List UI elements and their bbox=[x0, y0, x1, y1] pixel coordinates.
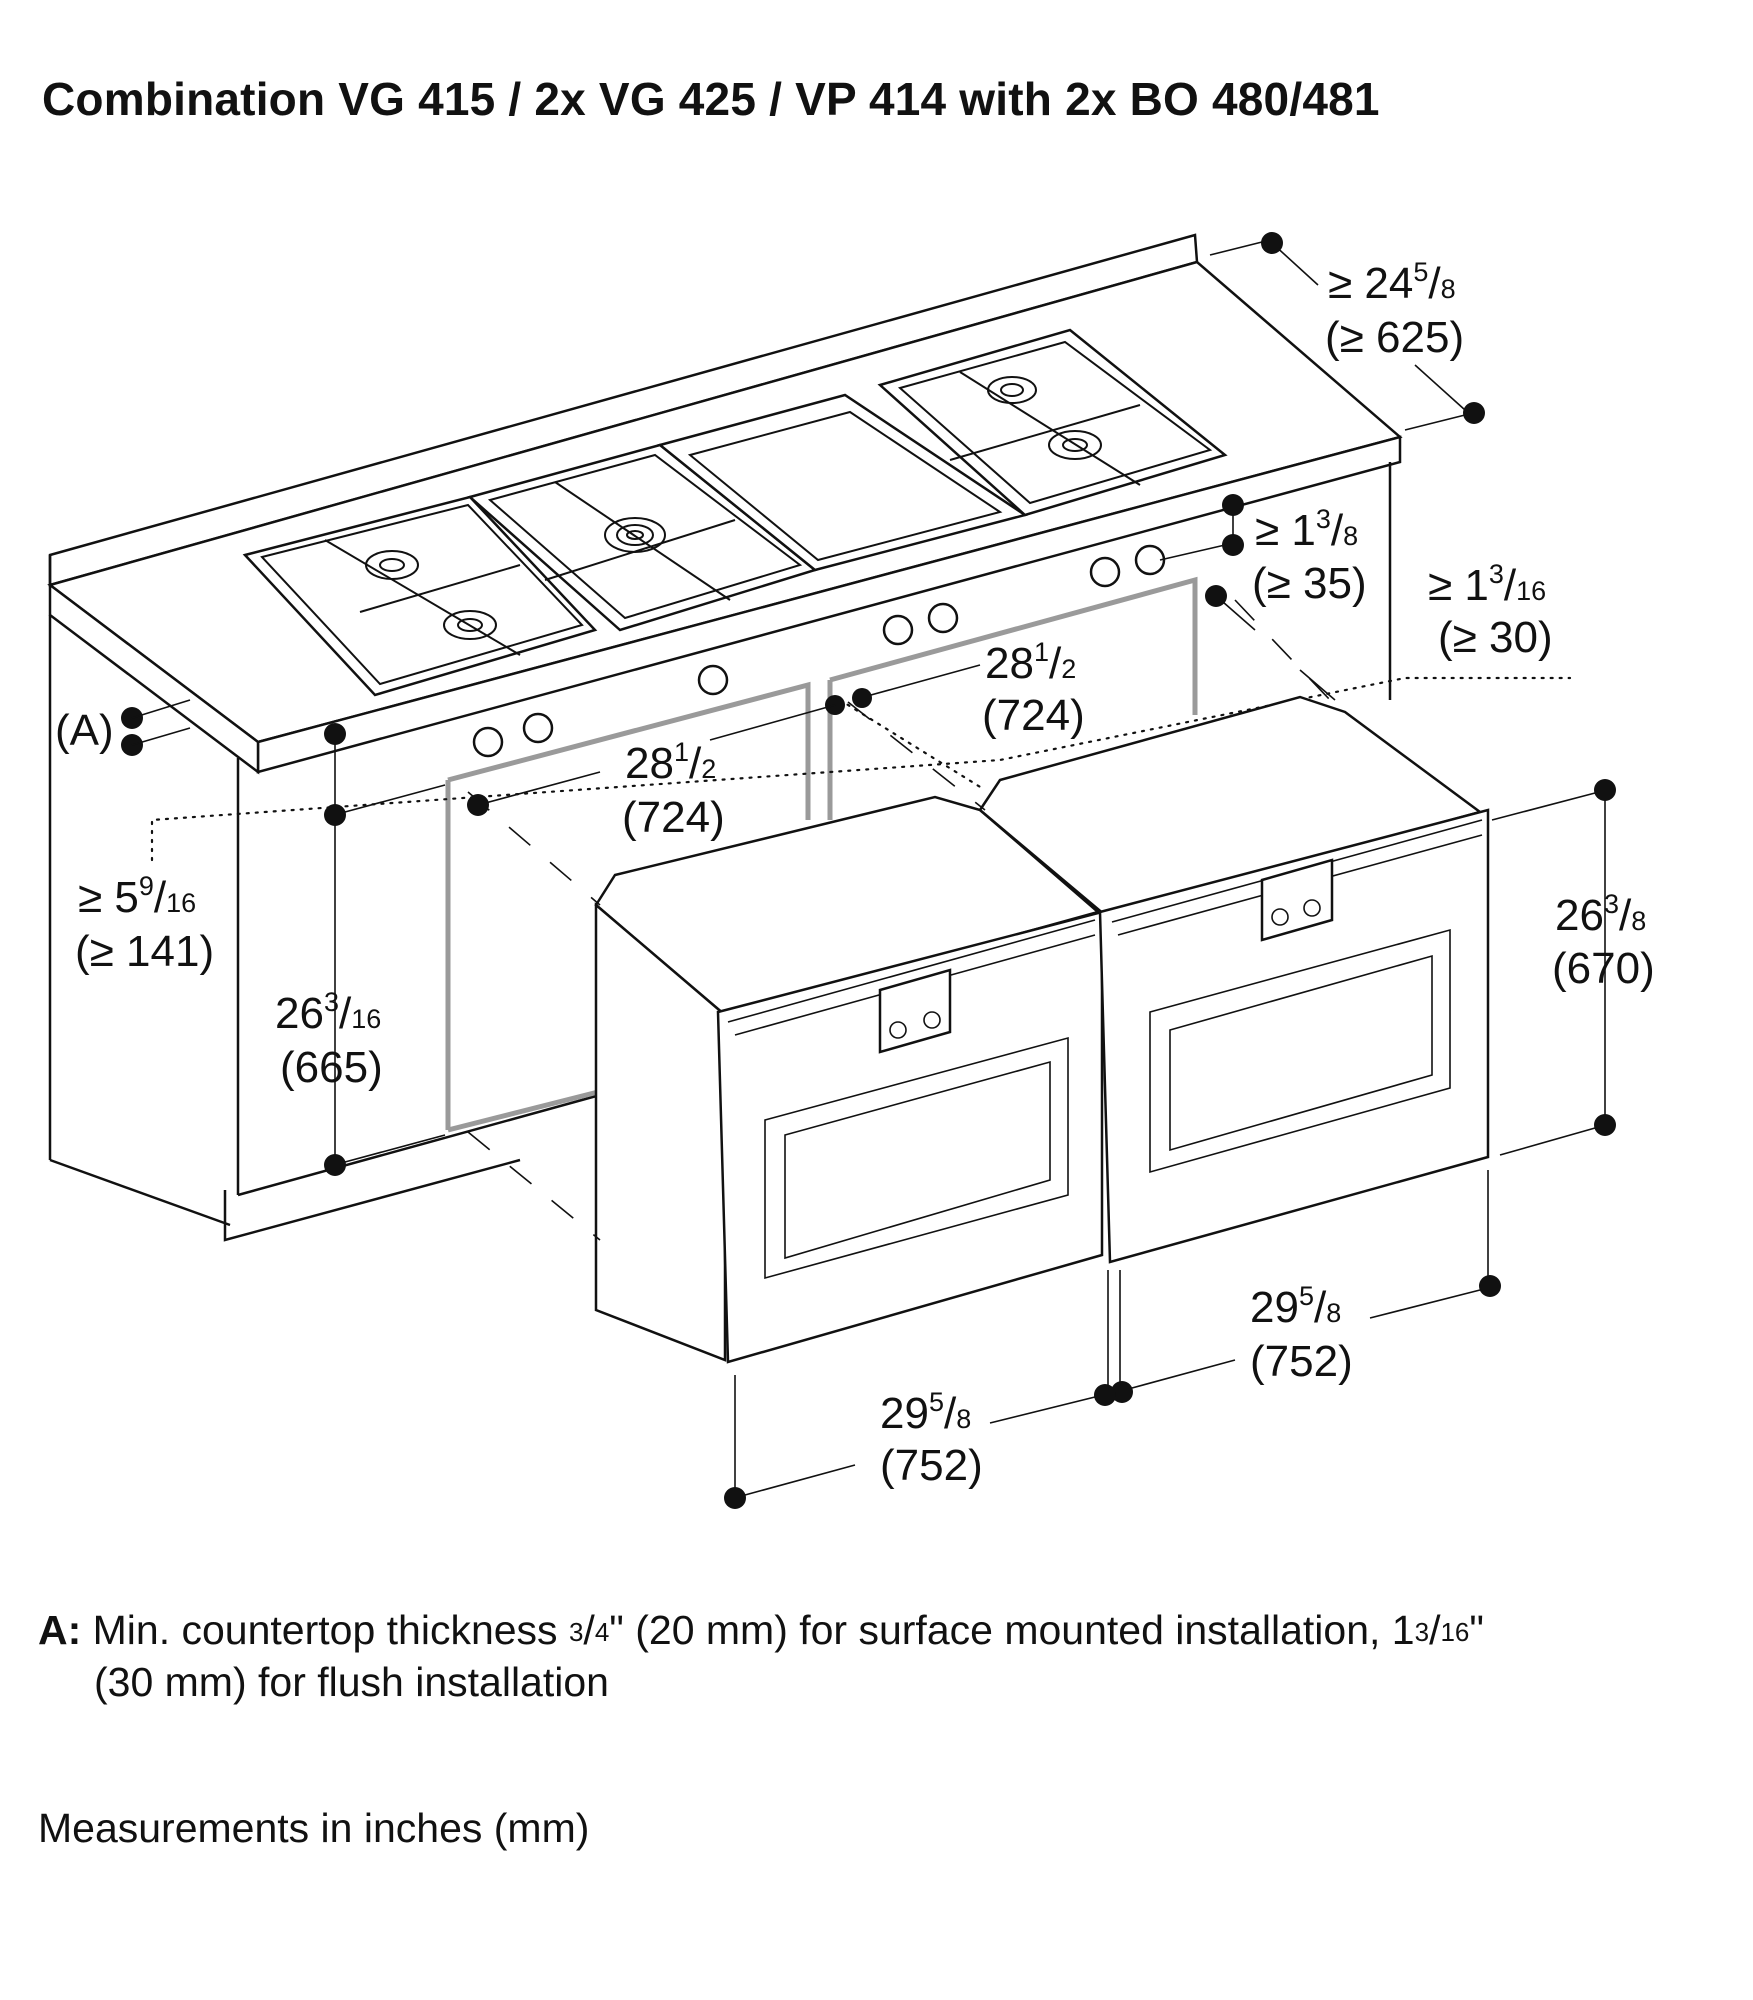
dim-depth-inch: ≥ 24 bbox=[1328, 259, 1413, 308]
svg-text:295/8: 295/8 bbox=[880, 1387, 971, 1438]
oven-left bbox=[594, 795, 1104, 1364]
footnote-line-2: (30 mm) for flush installation bbox=[94, 1659, 609, 1705]
svg-text:263/8: 263/8 bbox=[1555, 889, 1646, 940]
svg-text:(752): (752) bbox=[1250, 1337, 1353, 1386]
dim-gap-mm: (≥ 30) bbox=[1438, 613, 1553, 662]
svg-text:(670): (670) bbox=[1552, 944, 1655, 993]
svg-text:281/2: 281/2 bbox=[985, 637, 1076, 688]
svg-text:≥ 13/8: ≥ 13/8 bbox=[1255, 504, 1358, 555]
oven-right bbox=[978, 695, 1490, 1264]
cooktop-vg415 bbox=[242, 495, 598, 697]
label-a: (A) bbox=[55, 706, 114, 755]
dim-rear-clearance: ≥ 13/8 (≥ 35) bbox=[1252, 504, 1367, 608]
dim-depth-mm: (≥ 625) bbox=[1325, 313, 1464, 362]
dim-gap: ≥ 13/16 (≥ 30) bbox=[1428, 559, 1553, 662]
svg-text:(724): (724) bbox=[622, 793, 725, 842]
svg-text:≥ 59/16: ≥ 59/16 bbox=[78, 871, 196, 922]
dim-cutout-width-right: 281/2 (724) bbox=[982, 637, 1085, 740]
svg-text:(665): (665) bbox=[280, 1043, 383, 1092]
svg-text:295/8: 295/8 bbox=[1250, 1281, 1341, 1332]
dim-cutout-width-left: 281/2 (724) bbox=[622, 737, 725, 842]
perspective-dashes bbox=[467, 599, 1331, 1241]
gap-reference-line bbox=[150, 676, 1572, 862]
niche-cutouts bbox=[445, 576, 1198, 1133]
control-knobs bbox=[472, 544, 1166, 758]
footnote-label: A: bbox=[38, 1607, 82, 1653]
dimension-lines bbox=[121, 232, 1616, 1509]
svg-text:≥ 245/8: ≥ 245/8 bbox=[1328, 257, 1456, 308]
units-note: Measurements in inches (mm) bbox=[38, 1805, 590, 1851]
cooktop-vg425-right bbox=[877, 328, 1228, 517]
svg-text:281/2: 281/2 bbox=[625, 737, 716, 788]
dim-rear-mm: (≥ 35) bbox=[1252, 559, 1367, 608]
dim-oven-width-left: 295/8 (752) bbox=[880, 1387, 983, 1490]
dim-cutout-height: 263/16 (665) bbox=[275, 987, 383, 1092]
svg-text:≥ 13/16: ≥ 13/16 bbox=[1428, 559, 1546, 610]
dim-oven-width-right: 295/8 (752) bbox=[1250, 1281, 1353, 1386]
svg-text:(≥ 141): (≥ 141) bbox=[75, 927, 214, 976]
svg-text:(752): (752) bbox=[880, 1441, 983, 1490]
dim-below-cabinet: ≥ 59/16 (≥ 141) bbox=[75, 871, 214, 976]
svg-text:263/16: 263/16 bbox=[275, 987, 381, 1038]
dim-depth: ≥ 245/8 (≥ 625) bbox=[1325, 257, 1464, 362]
page-title: Combination VG 415 / 2x VG 425 / VP 414 … bbox=[42, 73, 1380, 125]
svg-text:(724): (724) bbox=[982, 691, 1085, 740]
dim-oven-height: 263/8 (670) bbox=[1552, 889, 1655, 993]
footnote-a: A: Min. countertop thickness 3/4" (20 mm… bbox=[38, 1604, 1718, 1708]
